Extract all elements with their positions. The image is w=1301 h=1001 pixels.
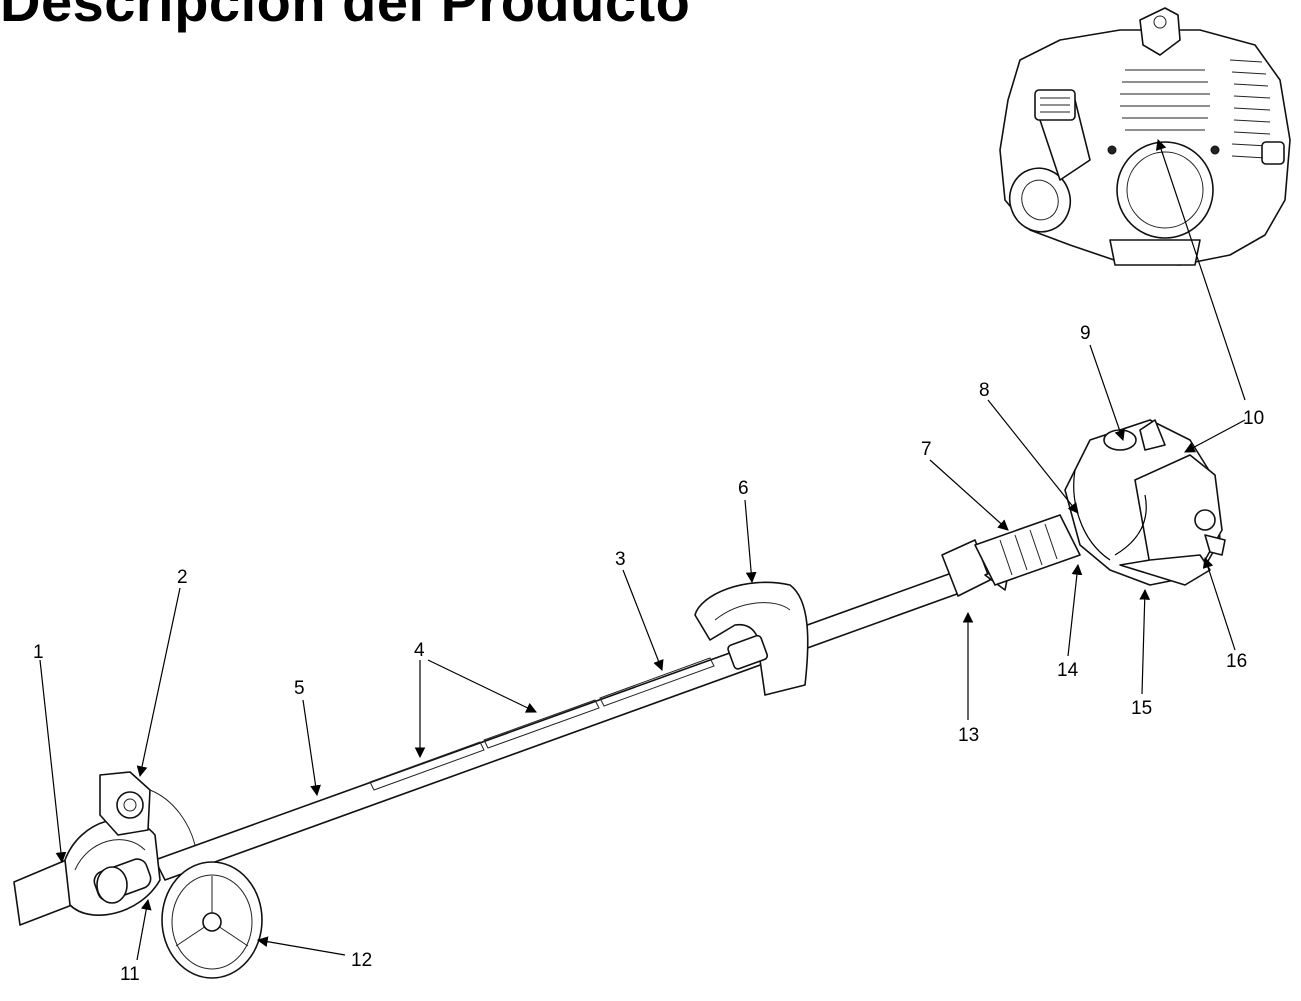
callout-10: 10 bbox=[1243, 408, 1264, 429]
callout-15: 15 bbox=[1131, 698, 1152, 719]
drive-shaft bbox=[154, 569, 969, 881]
callout-8: 8 bbox=[979, 380, 990, 401]
callout-13: 13 bbox=[958, 725, 979, 746]
callout-9: 9 bbox=[1080, 323, 1091, 344]
callout-2: 2 bbox=[177, 567, 188, 588]
callout-4: 4 bbox=[414, 640, 425, 661]
callout-16: 16 bbox=[1226, 651, 1247, 672]
callout-7: 7 bbox=[921, 439, 932, 460]
engine-assembly bbox=[941, 419, 1226, 597]
callout-14: 14 bbox=[1057, 660, 1079, 681]
callout-numbers: 1 2 3 4 5 6 7 8 9 10 11 12 13 14 15 16 bbox=[33, 323, 1264, 985]
callout-5: 5 bbox=[294, 678, 305, 699]
callout-6: 6 bbox=[738, 478, 749, 499]
callout-11: 11 bbox=[120, 964, 140, 985]
edger-head bbox=[13, 771, 263, 979]
leader-lines bbox=[39, 138, 1246, 961]
callout-12: 12 bbox=[351, 950, 372, 971]
engine-detail-illustration bbox=[999, 7, 1291, 266]
page-title: Descripción del Producto bbox=[0, 0, 691, 33]
assist-handle bbox=[694, 581, 809, 696]
callout-3: 3 bbox=[615, 549, 626, 570]
callout-1: 1 bbox=[33, 642, 44, 663]
